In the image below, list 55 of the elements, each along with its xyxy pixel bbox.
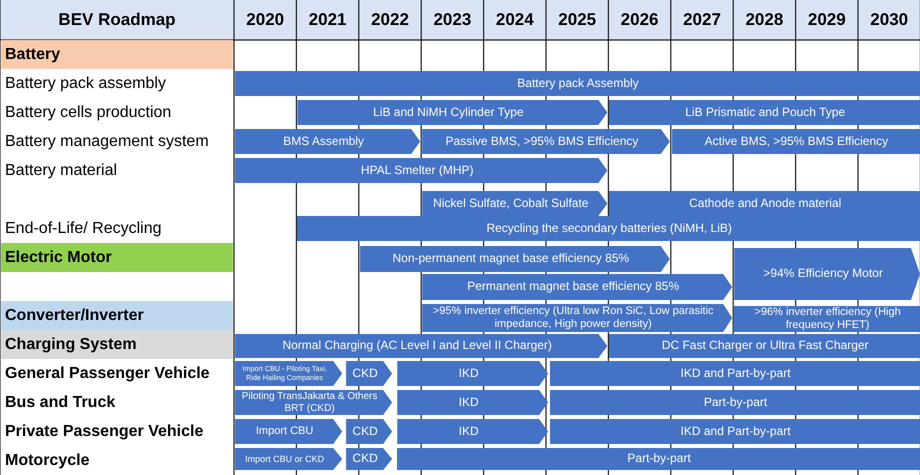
row-label: Battery cells production xyxy=(4,102,172,122)
year-header: 2022 xyxy=(370,9,410,31)
roadmap-bar: BMS Assembly xyxy=(235,129,420,154)
year-header: 2023 xyxy=(432,9,472,31)
roadmap-bar: Part-by-part xyxy=(397,448,920,470)
roadmap-bar: Battery pack Assembly xyxy=(235,71,920,96)
row-label: Battery pack assembly xyxy=(4,74,167,94)
roadmap-bar: Normal Charging (AC Level I and Level II Charger) xyxy=(235,334,608,358)
year-header: 2029 xyxy=(806,9,847,31)
roadmap-bar: LiB and NiMH Cylinder Type xyxy=(297,100,608,125)
category-label: Bus and Truck xyxy=(4,392,116,412)
roadmap-bar: Nickel Sulfate, Cobalt Sulfate xyxy=(422,191,608,216)
roadmap-bar: >95% inverter efficiency (Ultra low Ron SiC, Low parasitic impedance, High power density) xyxy=(422,304,732,332)
year-header: 2027 xyxy=(682,9,722,31)
roadmap-bar: HPAL Smelter (MHP) xyxy=(235,158,608,183)
category-label: Motorcycle xyxy=(4,450,90,470)
year-header: 2026 xyxy=(620,9,660,31)
roadmap-bar: DC Fast Charger or Ultra Fast Charger xyxy=(609,334,920,358)
row-label: End-of-Life/ Recycling xyxy=(4,218,163,238)
roadmap-bar: IKD xyxy=(397,419,548,444)
year-header: 2024 xyxy=(494,9,535,31)
roadmap-bar: Cathode and Anode material xyxy=(609,191,920,216)
category-label: Converter/Inverter xyxy=(1,301,233,330)
year-header: 2021 xyxy=(308,9,348,31)
roadmap-bar: Recycling the secondary batteries (NiMH, LiB) xyxy=(297,216,920,241)
roadmap-bar: CKD xyxy=(346,419,392,444)
roadmap-bar: IKD xyxy=(397,361,548,386)
row-label: Battery management system xyxy=(4,132,210,152)
row-label: Battery material xyxy=(4,160,118,180)
roadmap-bar: LiB Prismatic and Pouch Type xyxy=(609,100,920,125)
roadmap-bar: IKD and Part-by-part xyxy=(550,419,920,444)
year-header: 2030 xyxy=(869,9,910,31)
roadmap-bar: IKD and Part-by-part xyxy=(550,361,920,386)
category-label: Battery xyxy=(1,40,233,69)
roadmap-bar: Active BMS, >95% BMS Efficiency xyxy=(672,129,920,154)
category-label: Private Passenger Vehicle xyxy=(4,422,204,442)
table-header: BEV Roadmap xyxy=(57,9,177,31)
roadmap-bar: >96% inverter efficiency (High frequency HFET) xyxy=(734,306,920,332)
roadmap-bar: >94% Efficiency Motor xyxy=(734,248,920,300)
year-header: 2025 xyxy=(557,9,598,31)
roadmap-bar: Part-by-part xyxy=(550,390,920,415)
roadmap-bar: CKD xyxy=(346,448,392,470)
roadmap-bar: CKD xyxy=(346,361,392,386)
roadmap-bar: Import CBU or CKD xyxy=(235,448,342,470)
year-header: 2020 xyxy=(245,9,286,31)
roadmap-bar: Permanent magnet base efficiency 85% xyxy=(422,274,732,300)
roadmap-bar: Passive BMS, >95% BMS Efficiency xyxy=(422,129,670,154)
roadmap-bar: Piloting TransJakarta & Others BRT (CKD) xyxy=(235,390,392,415)
category-label: General Passenger Vehicle xyxy=(4,364,211,384)
roadmap-bar: Import CBU xyxy=(235,419,342,444)
roadmap-bar: Non-permanent magnet base efficiency 85% xyxy=(360,246,670,272)
roadmap-bar: IKD xyxy=(397,390,548,415)
category-label: Charging System xyxy=(1,330,233,359)
category-label: Electric Motor xyxy=(1,243,233,272)
year-header: 2028 xyxy=(744,9,784,31)
